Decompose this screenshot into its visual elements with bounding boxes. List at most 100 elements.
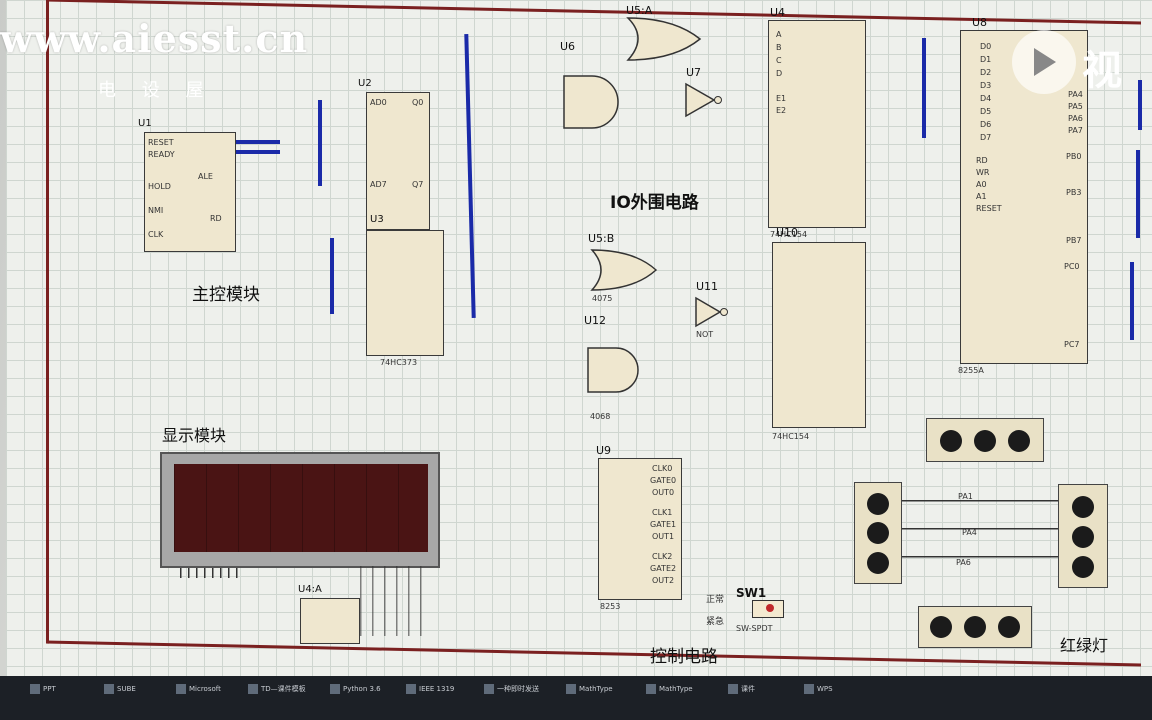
u8-pin: PA4	[1068, 90, 1083, 99]
play-icon	[1034, 48, 1056, 76]
display-pins	[180, 568, 244, 578]
taskbar-item[interactable]: Microsoft	[176, 684, 221, 706]
u8-pin: PA7	[1068, 126, 1083, 135]
not-gate-u11[interactable]	[694, 296, 730, 328]
u8-pc-bus	[1130, 262, 1134, 340]
u4-pin: A	[776, 30, 782, 39]
u2-pin: AD7	[370, 180, 387, 189]
chip-u8-part: 8255A	[958, 366, 984, 375]
lamp-west-3	[867, 552, 889, 574]
taskbar-item-label: PPT	[43, 685, 56, 693]
lamp-south-1	[930, 616, 952, 638]
chip-u2-name: U2	[358, 78, 372, 89]
u8-pin: PC7	[1064, 340, 1080, 349]
u9-pin: CLK1	[652, 508, 673, 517]
chip-u3[interactable]	[366, 230, 444, 356]
u4-pin: D	[776, 69, 783, 78]
u8-pin: D4	[980, 94, 992, 103]
chip-u5b-part: 4075	[592, 294, 613, 303]
taskbar-item[interactable]: Python 3.6	[330, 684, 381, 706]
u1-pin: READY	[148, 150, 175, 159]
taskbar-item-label: 课件	[741, 685, 755, 693]
watermark-subtitle: 电 设 屋	[98, 80, 214, 101]
u8-pin: D7	[980, 133, 992, 142]
taskbar-item-label: TD—课件模板	[261, 685, 306, 693]
u8-pin: D3	[980, 81, 992, 90]
u8-pin: RESET	[976, 204, 1002, 213]
app-icon	[566, 684, 576, 694]
taskbar-item-label: Python 3.6	[343, 685, 381, 693]
lamp-south-2	[964, 616, 986, 638]
or-gate-u5b[interactable]	[588, 246, 660, 294]
display-wiring	[360, 566, 432, 636]
app-icon	[30, 684, 40, 694]
u1-pin: HOLD	[148, 182, 171, 191]
taskbar-item[interactable]: MathType	[566, 684, 613, 706]
not-gate-u7[interactable]	[684, 82, 724, 118]
chip-u6-name: U6	[560, 40, 576, 53]
taskbar-item-label: WPS	[817, 685, 833, 693]
taskbar-item[interactable]: 课件	[728, 684, 755, 706]
chip-u1-name: U1	[138, 118, 152, 129]
chip-u4-name: U4	[770, 6, 786, 19]
taskbar-item[interactable]: 一种即时发送	[484, 684, 539, 706]
and-gate-u12[interactable]	[586, 346, 656, 394]
taskbar-item-label: SUBE	[117, 685, 136, 693]
section-main-title: 主控模块	[192, 285, 260, 305]
chip-u9-name: U9	[596, 444, 612, 457]
chip-u1[interactable]	[144, 132, 236, 252]
seven-segment-display	[160, 452, 440, 568]
taskbar-item-label: 一种即时发送	[497, 685, 539, 693]
sw1-emergency-label: 紧急	[706, 617, 725, 627]
taskbar-item[interactable]: SUBE	[104, 684, 136, 706]
chip-u10[interactable]	[772, 242, 866, 428]
chip-u9-part: 8253	[600, 602, 621, 611]
taskbar-item[interactable]: WPS	[804, 684, 833, 706]
u1-pin: RD	[210, 214, 222, 223]
taskbar-item[interactable]: PPT	[30, 684, 56, 706]
section-control-title: 控制电路	[650, 647, 718, 667]
lamp-east-3	[1072, 556, 1094, 578]
chip-u4a[interactable]	[300, 598, 360, 644]
sw1-part: SW-SPDT	[736, 624, 773, 633]
lamp-east-1	[1072, 496, 1094, 518]
section-traffic-title: 红绿灯	[1060, 636, 1109, 655]
or-gate-u5a[interactable]	[624, 14, 704, 64]
traffic-label: PA4	[962, 528, 977, 537]
taskbar-item[interactable]: IEEE 1319	[406, 684, 454, 706]
taskbar-item[interactable]: MathType	[646, 684, 693, 706]
section-io-title: IO外围电路	[610, 193, 699, 213]
taskbar-item[interactable]: TD—课件模板	[248, 684, 306, 706]
chip-u9[interactable]	[598, 458, 682, 600]
u8-pin: PA6	[1068, 114, 1083, 123]
u9-pin: GATE0	[650, 476, 677, 485]
u1-bus	[236, 150, 280, 154]
u9-pin: OUT0	[652, 488, 675, 497]
chip-u5b-name: U5:B	[588, 232, 615, 245]
and-gate-u6[interactable]	[562, 74, 632, 130]
u8-pin: A0	[976, 180, 987, 189]
app-icon	[248, 684, 258, 694]
lamp-west-1	[867, 493, 889, 515]
chip-u4[interactable]	[768, 20, 866, 228]
u8-pin: PA5	[1068, 102, 1083, 111]
app-icon	[406, 684, 416, 694]
u8-pin: D1	[980, 55, 992, 64]
u8-pin: D6	[980, 120, 992, 129]
display-face	[174, 464, 428, 552]
u1-pin: CLK	[148, 230, 164, 239]
traffic-wires	[902, 500, 1058, 570]
app-icon	[176, 684, 186, 694]
chip-u7-name: U7	[686, 66, 702, 79]
chip-u10-name: U10	[776, 226, 799, 239]
chip-u2[interactable]	[366, 92, 430, 230]
u8-pin: PB3	[1066, 188, 1082, 197]
u8-pin: PB7	[1066, 236, 1082, 245]
watermark-logo-text: 视	[1082, 48, 1122, 94]
u8-pin: A1	[976, 192, 987, 201]
lamp-west-2	[867, 522, 889, 544]
u4-pin: B	[776, 43, 782, 52]
u8-pa-bus	[1138, 80, 1142, 130]
u9-pin: GATE1	[650, 520, 677, 529]
u4-pin: E2	[776, 106, 787, 115]
